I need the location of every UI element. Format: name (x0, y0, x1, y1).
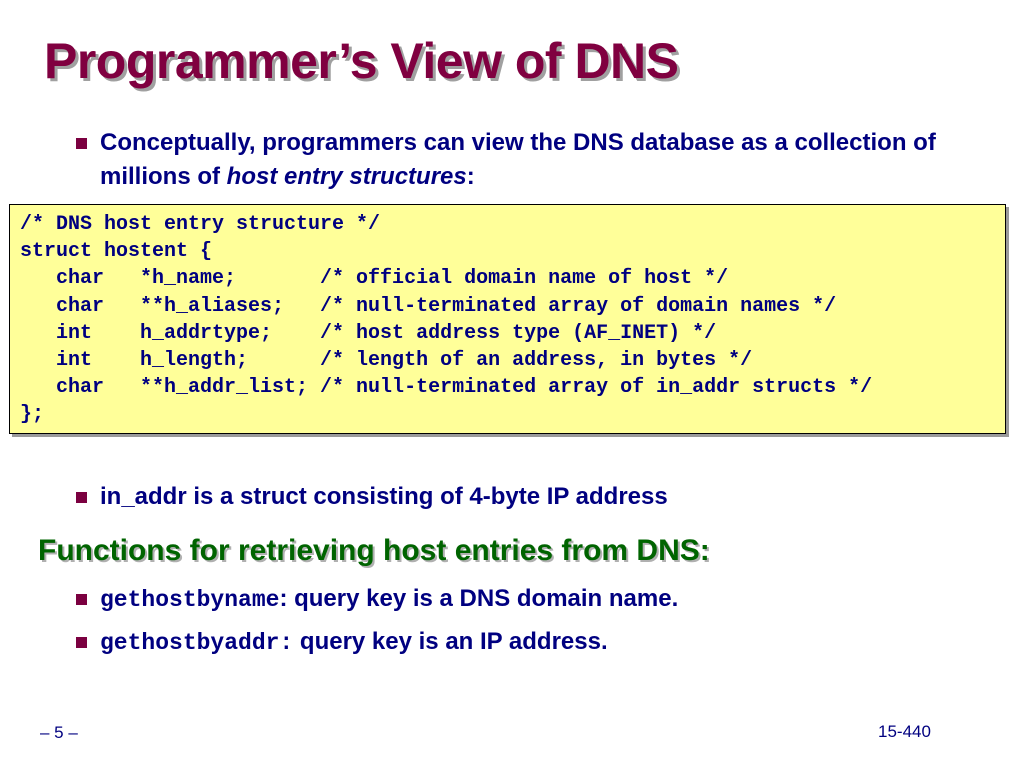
bullet-italic-text: host entry structures (226, 163, 467, 190)
code-line: int h_length; /* length of an address, i… (20, 349, 753, 373)
code-line: struct hostent { (20, 240, 213, 264)
bullet-text: in_addr is a struct consisting of 4-byte… (100, 483, 668, 510)
code-line: int h_addrtype; /* host address type (AF… (20, 321, 717, 345)
slide-title: Programmer’s View of DNS (44, 33, 679, 89)
bullet-text-end: : (466, 163, 475, 190)
bullet-square-icon (76, 594, 87, 605)
code-line: char **h_aliases; /* null-terminated arr… (20, 294, 837, 318)
bullet-conceptually: Conceptually, programmers can view the D… (76, 126, 936, 194)
bullet-text: query key is an IP address. (293, 628, 608, 655)
code-block: /* DNS host entry structure */ struct ho… (20, 211, 995, 429)
bullet-text: Conceptually, programmers can view the D… (100, 129, 936, 190)
code-line: char **h_addr_list; /* null-terminated a… (20, 376, 873, 400)
section-heading: Functions for retrieving host entries fr… (38, 534, 710, 567)
code-line: }; (20, 403, 45, 427)
bullet-in-addr: in_addr is a struct consisting of 4-byte… (76, 480, 668, 514)
page-number: – 5 – (40, 723, 78, 742)
function-name: gethostbyname (100, 587, 280, 613)
function-name: gethostbyaddr: (100, 630, 294, 656)
bullet-square-icon (76, 492, 87, 503)
bullet-square-icon (76, 637, 87, 648)
code-line: char *h_name; /* official domain name of… (20, 267, 729, 291)
course-number: 15-440 (878, 722, 931, 741)
bullet-text: : query key is a DNS domain name. (279, 585, 679, 612)
code-box: /* DNS host entry structure */ struct ho… (9, 204, 1006, 434)
bullet-gethostbyaddr: gethostbyaddr: query key is an IP addres… (76, 625, 608, 660)
bullet-gethostbyname: gethostbyname: query key is a DNS domain… (76, 582, 678, 617)
bullet-square-icon (76, 138, 87, 149)
code-line: /* DNS host entry structure */ (20, 213, 381, 236)
